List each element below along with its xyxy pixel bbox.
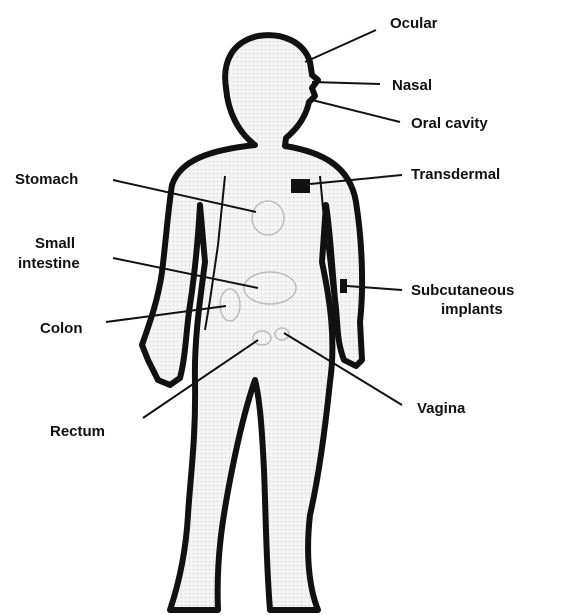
stomach-label: Stomach (15, 171, 78, 188)
oral-cavity-leader-line (312, 100, 400, 122)
human-body-outline (142, 35, 362, 610)
small-intestine-label-line1: Small (35, 235, 75, 252)
transdermal-label: Transdermal (411, 166, 500, 183)
small-intestine-label-line2: intestine (18, 255, 80, 272)
subcutaneous-label-line1: Subcutaneous (411, 282, 514, 299)
subcutaneous-implant-icon (340, 279, 347, 293)
colon-label: Colon (40, 320, 83, 337)
ocular-label: Ocular (390, 15, 438, 32)
nasal-leader-line (312, 82, 380, 84)
transdermal-patch-icon (291, 179, 310, 193)
rectum-label: Rectum (50, 423, 105, 440)
ocular-leader-line (305, 30, 376, 62)
oral-cavity-label: Oral cavity (411, 115, 488, 132)
nasal-label: Nasal (392, 77, 432, 94)
subcutaneous-label-line2: implants (441, 301, 503, 318)
vagina-label: Vagina (417, 400, 466, 417)
